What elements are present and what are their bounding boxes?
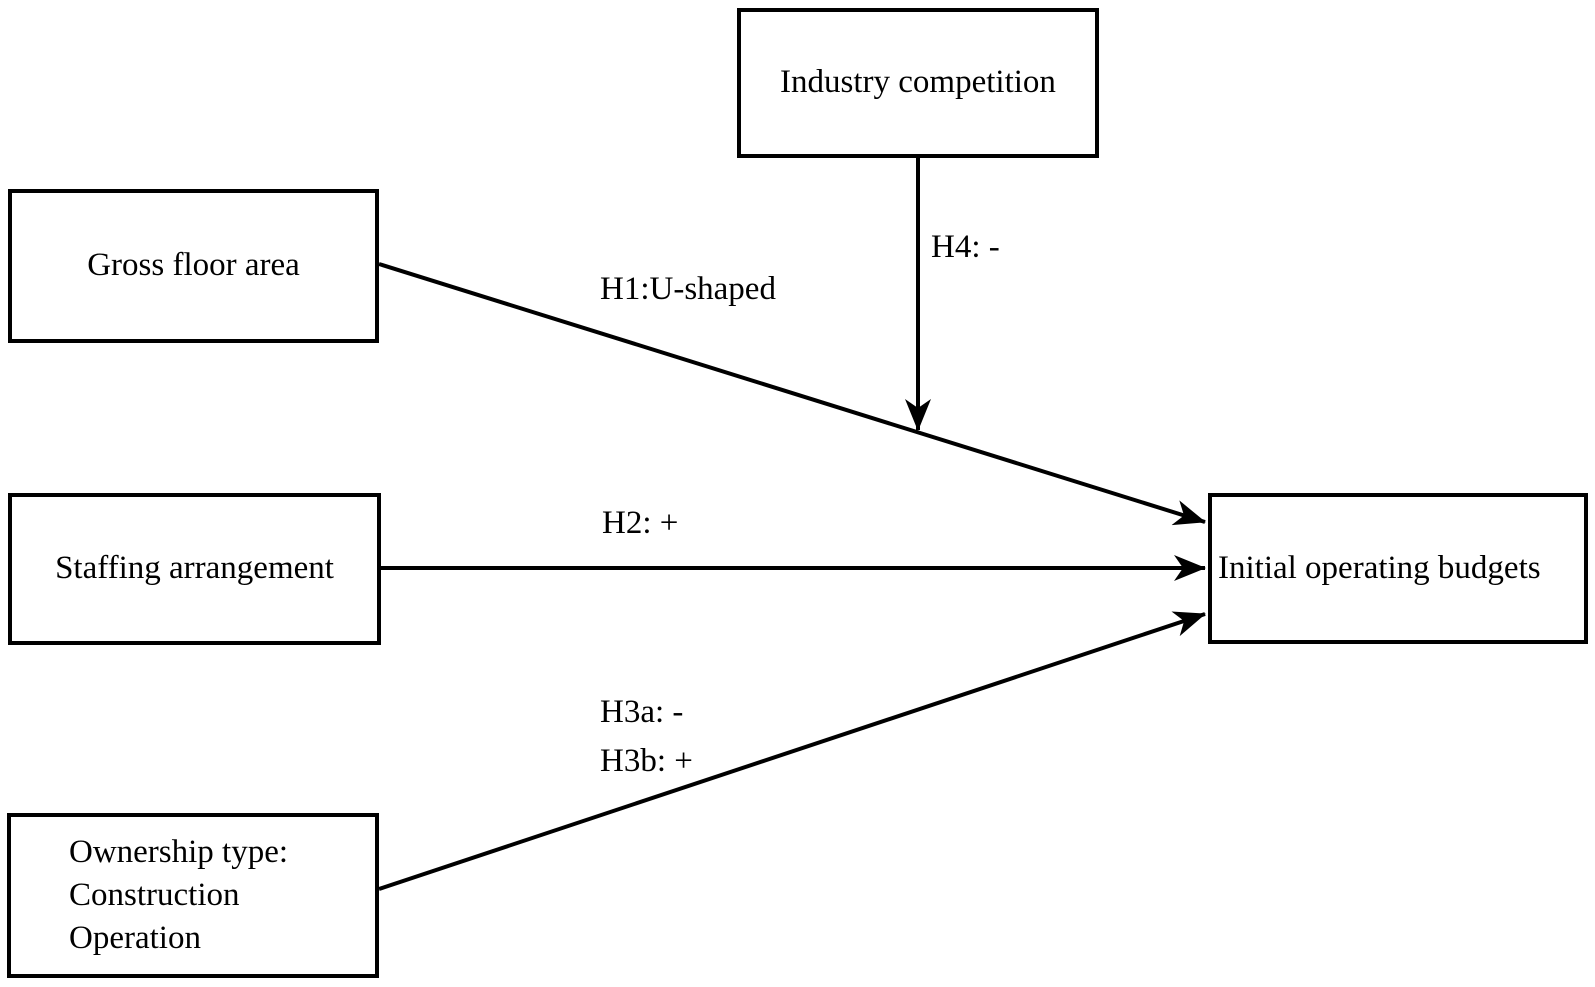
edge-label-h3a: H3a: -: [600, 694, 684, 730]
node-ownership-type: Ownership type: Construction Operation: [7, 813, 379, 978]
node-staffing-arrangement: Staffing arrangement: [8, 493, 381, 645]
edge-label-h2: H2: +: [602, 505, 679, 541]
node-gross-floor-area-label: Gross floor area: [87, 247, 300, 284]
node-ownership-type-line-1: Ownership type:: [69, 834, 289, 870]
node-initial-operating-budgets-label: Initial operating budgets: [1218, 549, 1541, 586]
edge-h1-arrow: [378, 262, 1206, 526]
node-ownership-type-line-3: Operation: [69, 920, 201, 956]
edge-label-h4: H4: -: [931, 229, 1000, 265]
edge-label-h3b: H3b: +: [600, 743, 693, 779]
node-industry-competition-label: Industry competition: [780, 64, 1056, 101]
node-staffing-arrangement-label: Staffing arrangement: [55, 550, 334, 587]
node-ownership-type-label: Ownership type: Construction Operation: [11, 831, 288, 960]
node-gross-floor-area: Gross floor area: [8, 189, 379, 343]
edge-label-h3: H3a: - H3b: +: [600, 688, 693, 786]
node-ownership-type-line-2: Construction: [69, 877, 240, 913]
node-initial-operating-budgets: Initial operating budgets: [1208, 493, 1588, 644]
node-industry-competition: Industry competition: [737, 8, 1099, 158]
edge-h3-arrow: [378, 611, 1206, 891]
edge-label-h1: H1:U-shaped: [600, 271, 776, 307]
